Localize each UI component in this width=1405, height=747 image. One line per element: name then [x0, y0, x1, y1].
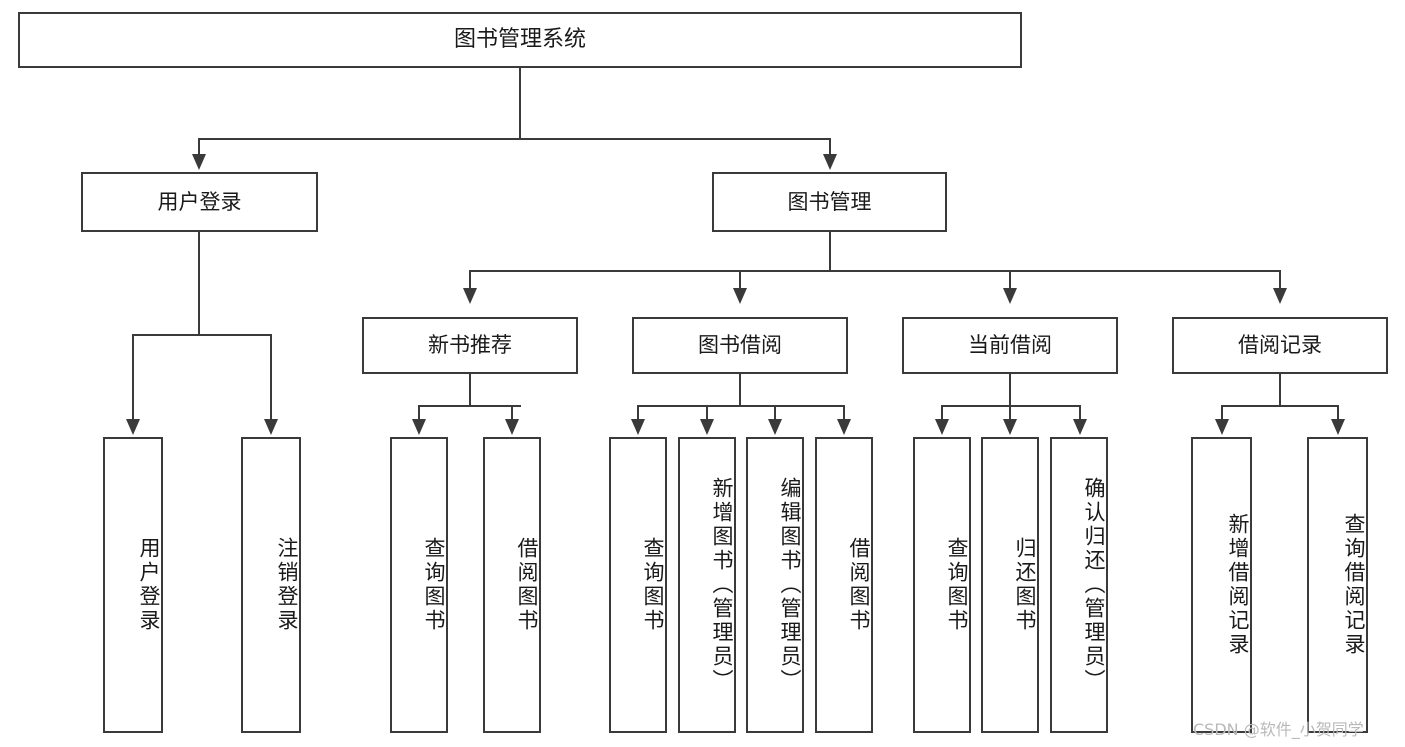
connector-to-leaf [1337, 405, 1339, 421]
node-label: 编辑图书（管理员） [778, 477, 802, 693]
arrowhead-icon [1003, 288, 1017, 304]
node-label: 图书借阅 [698, 333, 782, 358]
connector-current-borrow-bar [941, 405, 1081, 407]
arrowhead-icon [1215, 419, 1229, 435]
node-label: 图书管理系统 [453, 27, 586, 53]
node-label: 查询借阅记录 [1342, 513, 1366, 657]
connector-to-leaf [1009, 405, 1011, 421]
arrowhead-icon [463, 288, 477, 304]
connector-borrow-record-stem [1279, 374, 1281, 407]
node-label: 当前借阅 [968, 333, 1052, 358]
node-label: 查询图书 [641, 537, 665, 633]
leaf-current-query-book[interactable]: 查询图书 [913, 437, 971, 733]
arrowhead-icon [733, 288, 747, 304]
leaf-user-logout[interactable]: 注销登录 [241, 437, 301, 733]
connector-to-new-book [469, 270, 471, 290]
connector-to-current-borrow [1009, 270, 1011, 290]
arrowhead-icon [192, 154, 206, 170]
connector-book-borrow-stem [739, 374, 741, 407]
leaf-new-book-query[interactable]: 查询图书 [390, 437, 448, 733]
connector-level3-bar [469, 270, 1281, 272]
leaf-borrow-query-book[interactable]: 查询图书 [609, 437, 667, 733]
arrowhead-icon [837, 419, 851, 435]
connector-to-leaf [941, 405, 943, 421]
leaf-borrow-book[interactable]: 借阅图书 [815, 437, 873, 733]
connector-to-leaf [1079, 405, 1081, 421]
connector-to-borrow-record [1279, 270, 1281, 290]
leaf-add-borrow-record[interactable]: 新增借阅记录 [1191, 437, 1252, 733]
connector-to-book-borrow [739, 270, 741, 290]
arrowhead-icon [700, 419, 714, 435]
node-user-login[interactable]: 用户登录 [81, 172, 318, 232]
arrowhead-icon [412, 419, 426, 435]
leaf-return-book[interactable]: 归还图书 [981, 437, 1039, 733]
node-label: 新增图书（管理员） [710, 477, 734, 693]
connector-to-leaf [637, 405, 639, 421]
leaf-confirm-return-admin[interactable]: 确认归还（管理员） [1050, 437, 1108, 733]
leaf-user-login[interactable]: 用户登录 [103, 437, 163, 733]
node-label: 借阅图书 [847, 537, 871, 633]
connector-book-manage-stem [829, 232, 831, 272]
node-current-borrow[interactable]: 当前借阅 [902, 317, 1118, 374]
node-new-book-recommend[interactable]: 新书推荐 [362, 317, 578, 374]
connector-new-book-stem [469, 374, 471, 407]
node-label: 用户登录 [137, 537, 161, 633]
node-root-system[interactable]: 图书管理系统 [18, 12, 1022, 68]
connector-user-login-bar [132, 334, 272, 336]
leaf-add-book-admin[interactable]: 新增图书（管理员） [678, 437, 736, 733]
arrowhead-icon [264, 419, 278, 435]
node-label: 注销登录 [275, 537, 299, 633]
leaf-new-book-borrow[interactable]: 借阅图书 [483, 437, 541, 733]
arrowhead-icon [1003, 419, 1017, 435]
node-label: 借阅记录 [1238, 333, 1322, 358]
arrowhead-icon [935, 419, 949, 435]
watermark-csdn: CSDN @软件_小贺同学 [1193, 720, 1364, 739]
node-label: 归还图书 [1013, 537, 1037, 633]
arrowhead-icon [1273, 288, 1287, 304]
node-borrow-record[interactable]: 借阅记录 [1172, 317, 1388, 374]
connector-borrow-record-bar [1221, 405, 1339, 407]
node-label: 查询图书 [945, 537, 969, 633]
leaf-query-borrow-record[interactable]: 查询借阅记录 [1307, 437, 1368, 733]
connector-to-leaf [843, 405, 845, 421]
node-label: 图书管理 [787, 189, 872, 214]
arrowhead-icon [505, 419, 519, 435]
node-label: 新书推荐 [428, 333, 512, 358]
connector-to-leaf [132, 334, 134, 421]
connector-current-borrow-stem [1009, 374, 1011, 407]
node-label: 用户登录 [157, 189, 242, 214]
connector-to-leaf [706, 405, 708, 421]
connector-root-stem [519, 68, 521, 139]
connector-new-book-bar [418, 405, 521, 407]
connector-to-book-manage [829, 138, 831, 156]
node-book-borrow[interactable]: 图书借阅 [632, 317, 848, 374]
connector-to-user-login [198, 138, 200, 156]
arrowhead-icon [768, 419, 782, 435]
connector-to-leaf [1221, 405, 1223, 421]
leaf-edit-book-admin[interactable]: 编辑图书（管理员） [746, 437, 804, 733]
connector-to-leaf [418, 405, 420, 421]
arrowhead-icon [1073, 419, 1087, 435]
node-label: 借阅图书 [515, 537, 539, 633]
arrowhead-icon [1331, 419, 1345, 435]
connector-to-leaf [270, 334, 272, 421]
connector-book-borrow-bar [637, 405, 845, 407]
arrowhead-icon [823, 154, 837, 170]
connector-level2-bar [198, 138, 831, 140]
arrowhead-icon [126, 419, 140, 435]
connector-user-login-stem [198, 232, 200, 336]
connector-to-leaf [774, 405, 776, 421]
connector-to-leaf [511, 405, 513, 421]
node-label: 查询图书 [422, 537, 446, 633]
node-label: 新增借阅记录 [1226, 513, 1250, 657]
node-book-manage[interactable]: 图书管理 [712, 172, 947, 232]
node-label: 确认归还（管理员） [1082, 477, 1106, 693]
arrowhead-icon [631, 419, 645, 435]
